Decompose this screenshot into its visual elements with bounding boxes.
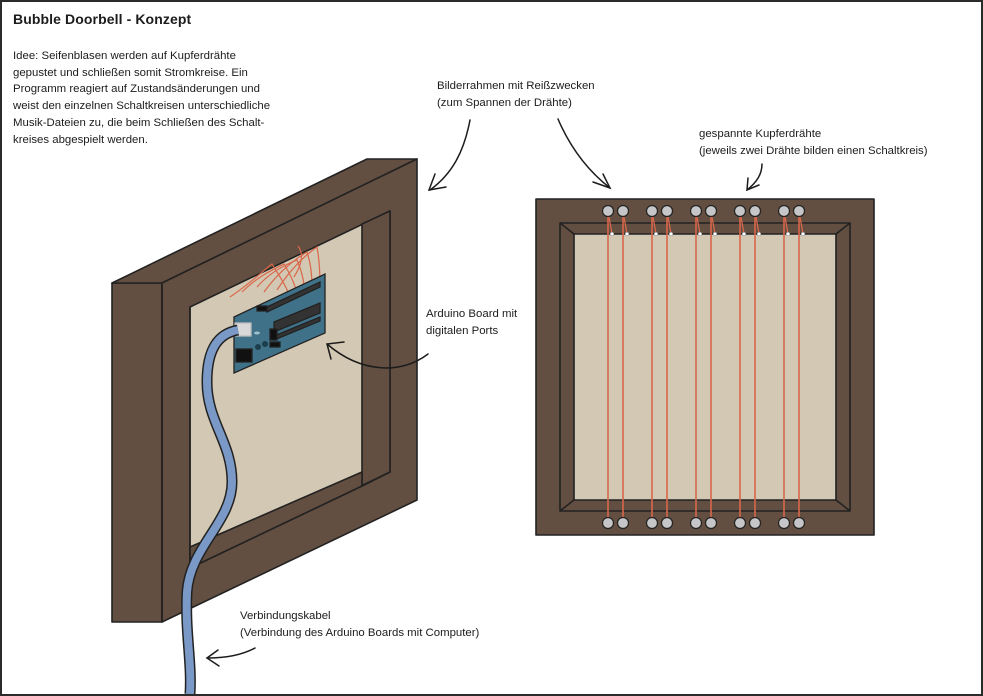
wire-eyelet [712,231,718,237]
thumbtack-pin [777,516,791,530]
wire-eyelet [697,231,703,237]
arrow-to-right-frame [557,118,612,190]
label-copper-wires: gespannte Kupferdrähte (jeweils zwei Drä… [699,128,928,157]
arduino-board [233,272,326,374]
wire-eyelet [785,231,791,237]
arrow-to-arduino [326,341,429,369]
thumbtack-pin [704,516,718,530]
wire-eyelet [668,231,674,237]
thumbtack-pin [792,516,806,530]
board-header-digital [266,280,321,314]
wire-eyelet [800,231,806,237]
arrow-to-cable [205,647,256,667]
usb-cable [181,324,240,694]
label-picture-frame: Bilderrahmen mit Reißzwecken (zum Spanne… [437,80,595,109]
front-frame-backing [573,233,837,501]
wire-eyelet [756,231,762,237]
arduino-wires [229,245,321,298]
thumbtack-pin [660,516,674,530]
wire-eyelet [741,231,747,237]
wire-eyelet [624,231,630,237]
thumbtack-pin [792,204,806,218]
thumbtack-pin [616,516,630,530]
label-arduino-board: Arduino Board mit digitalen Ports [426,308,518,337]
arrow-to-left-frame [427,119,471,191]
wire-eyelet [653,231,659,237]
frame-side-face [111,282,163,623]
wire-eyelet [609,231,615,237]
thumbtack-pin [748,204,762,218]
thumbtack-pin [733,516,747,530]
label-connection-cable: Verbindungskabel (Verbindung des Arduino… [240,610,480,639]
annotation-arrows [205,118,763,667]
idea-description: Idee: Seifenblasen werden auf Kupferdräh… [13,50,271,146]
frame-inner-right [361,210,391,487]
thumbtack-pin [704,204,718,218]
front-frame-wires [601,204,806,530]
perspective-frame [111,158,418,623]
page-title: Bubble Doorbell - Konzept [13,11,192,27]
arrow-to-wires [746,163,763,192]
thumbtack-pin [601,516,615,530]
board-header-top [256,305,268,312]
thumbtack-pin [601,204,615,218]
thumbtack-pin [616,204,630,218]
thumbtack-pin [733,204,747,218]
thumbtack-pin [689,516,703,530]
thumbtack-pin [645,204,659,218]
power-jack [235,348,253,363]
thumbtack-pin [689,204,703,218]
thumbtack-pin [777,204,791,218]
front-frame [535,198,875,536]
thumbtack-pin [748,516,762,530]
thumbtack-pin [660,204,674,218]
thumbtack-pin [645,516,659,530]
